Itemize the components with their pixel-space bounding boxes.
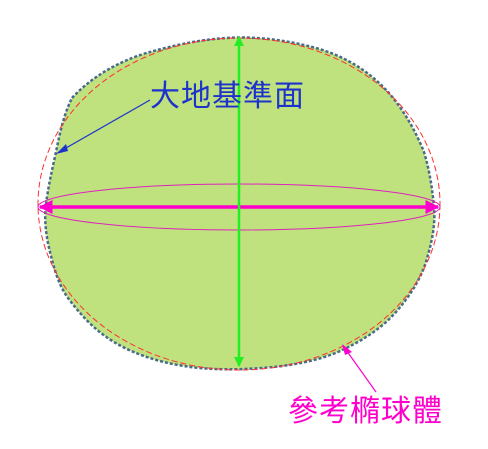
geoid-label: 大地基準面 bbox=[150, 79, 305, 114]
ellipsoid-label-pointer bbox=[343, 346, 377, 393]
ellipsoid-pointer-arrowhead-icon bbox=[342, 344, 352, 355]
reference-ellipsoid-label: 參考橢球體 bbox=[288, 394, 443, 429]
geoid-label-pointer bbox=[58, 99, 151, 153]
geoid-pointer-arrowhead-icon bbox=[56, 144, 68, 154]
